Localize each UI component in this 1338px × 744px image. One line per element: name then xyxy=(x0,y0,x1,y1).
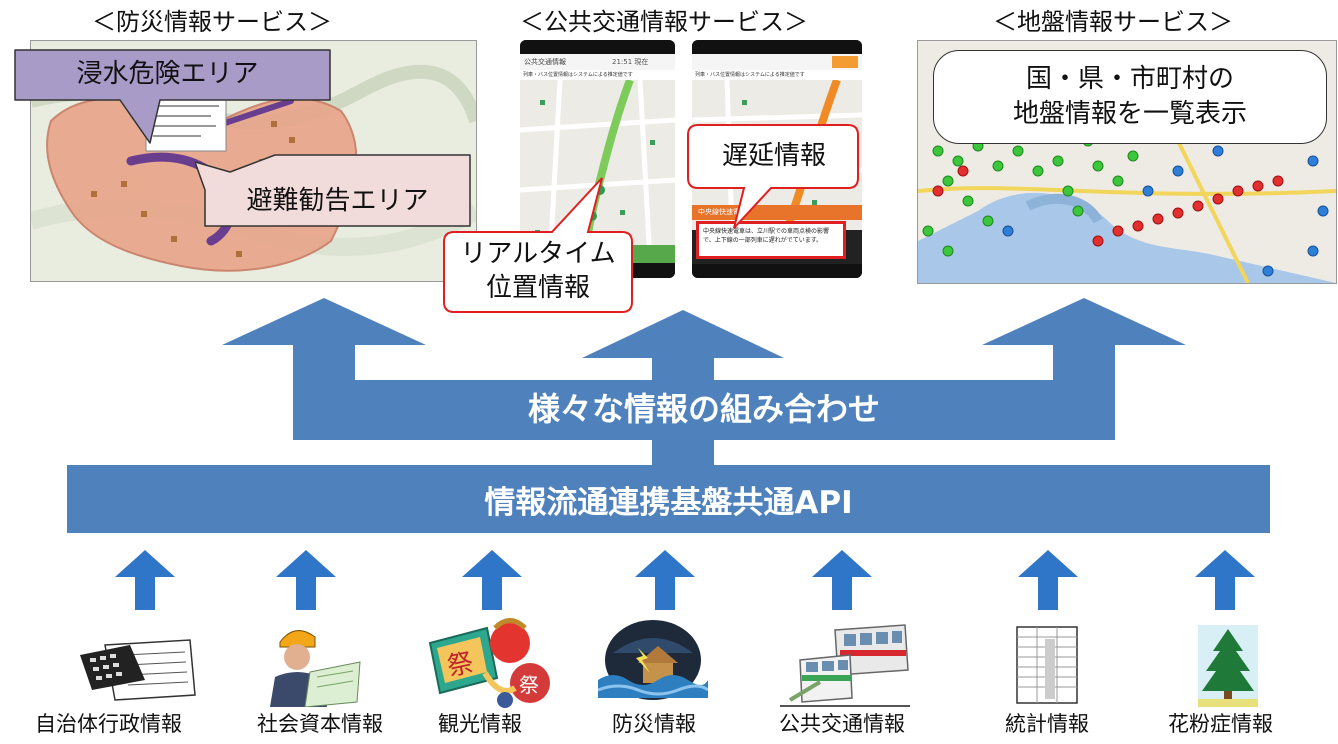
source-label-disaster: 防災情報 xyxy=(612,712,696,736)
cedar-tree-icon xyxy=(1198,625,1258,707)
disaster-service-title: ＜防災情報サービス＞ xyxy=(92,8,332,36)
ground-callout-line2: 地盤情報を一覧表示 xyxy=(1012,99,1247,129)
ground-callout-shape xyxy=(933,50,1327,144)
small-arrow-3 xyxy=(462,550,522,610)
app-notice: 列車・バス位置情報はシステムによる推定値です xyxy=(520,70,675,80)
delay-callout-shape xyxy=(687,124,859,229)
right-arrow-head xyxy=(982,298,1186,345)
small-arrow-7 xyxy=(1195,550,1255,610)
small-arrow-2 xyxy=(276,550,336,610)
alert-title: 中央線快速電車 xyxy=(692,205,862,220)
flood-callout-shape xyxy=(14,49,331,144)
evac-callout: 避難勧告エリア xyxy=(246,186,429,217)
status-bar xyxy=(692,40,862,54)
statistics-table-icon xyxy=(1016,626,1078,704)
delay-callout: 遅延情報 xyxy=(721,140,826,171)
storm-house-icon xyxy=(598,620,708,700)
combine-label: 様々な情報の組み合わせ xyxy=(527,390,880,428)
app-header-time: 21:51 現在 xyxy=(612,58,649,66)
transit-phone-right: 列車・バス位置情報はシステムによる推定値です 中央線快速電車 中央線快速電車は、… xyxy=(692,40,862,278)
small-arrow-4 xyxy=(635,550,695,610)
small-arrow-5 xyxy=(812,550,872,610)
left-arrow-shaft xyxy=(293,345,355,440)
transit-service-title: ＜公共交通情報サービス＞ xyxy=(520,8,808,36)
small-arrow-1 xyxy=(115,550,175,610)
festival-tourism-icon: 祭 祭 xyxy=(428,618,550,708)
right-arrow-shaft xyxy=(1053,345,1115,440)
ground-callout: 国・県・市町村の 地盤情報を一覧表示 xyxy=(933,50,1327,144)
app-notice: 列車・バス位置情報はシステムによる推定値です xyxy=(692,70,862,80)
svg-text:祭: 祭 xyxy=(445,648,477,683)
app-header xyxy=(692,54,862,70)
center-arrow-head xyxy=(582,310,784,358)
app-header: 公共交通情報 21:51 現在 xyxy=(520,54,675,70)
ground-callout-line1: 国・県・市町村の xyxy=(1025,63,1234,94)
realtime-callout: リアルタイム 位置情報 xyxy=(446,236,630,308)
small-arrow-6 xyxy=(1018,550,1078,610)
api-label: 情報流通連携基盤共通API xyxy=(484,485,853,521)
app-header-title: 公共交通情報 xyxy=(524,58,566,66)
source-label-transit: 公共交通情報 xyxy=(779,712,905,736)
left-arrow-head xyxy=(222,298,426,345)
source-label-pollen: 花粉症情報 xyxy=(1168,712,1273,736)
calculator-documents-icon xyxy=(80,639,196,701)
realtime-callout-line1: リアルタイム xyxy=(460,239,616,270)
center-arrow-shaft xyxy=(652,355,714,465)
engineer-blueprint-icon xyxy=(270,630,361,707)
evac-callout-shape xyxy=(195,154,471,227)
realtime-callout-line2: 位置情報 xyxy=(485,273,590,303)
status-bar xyxy=(520,40,675,54)
trains-icon xyxy=(780,624,910,707)
svg-text:祭: 祭 xyxy=(519,673,539,697)
alert-body: 中央線快速電車は、立川駅での車両点検の影響で、上下線の一部列車に遅れがでています… xyxy=(696,221,846,259)
source-label-statistics: 統計情報 xyxy=(1005,712,1089,736)
realtime-callout-shape xyxy=(443,177,633,313)
source-label-municipal: 自治体行政情報 xyxy=(35,712,182,736)
flood-callout: 浸水危険エリア xyxy=(76,59,259,90)
header-button[interactable] xyxy=(832,56,858,68)
ground-service-title: ＜地盤情報サービス＞ xyxy=(993,8,1233,36)
source-label-tourism: 観光情報 xyxy=(438,712,522,736)
nav-bar xyxy=(692,264,862,278)
transit-map-left xyxy=(520,80,675,260)
source-label-infrastructure: 社会資本情報 xyxy=(257,712,383,736)
api-band xyxy=(67,465,1270,533)
